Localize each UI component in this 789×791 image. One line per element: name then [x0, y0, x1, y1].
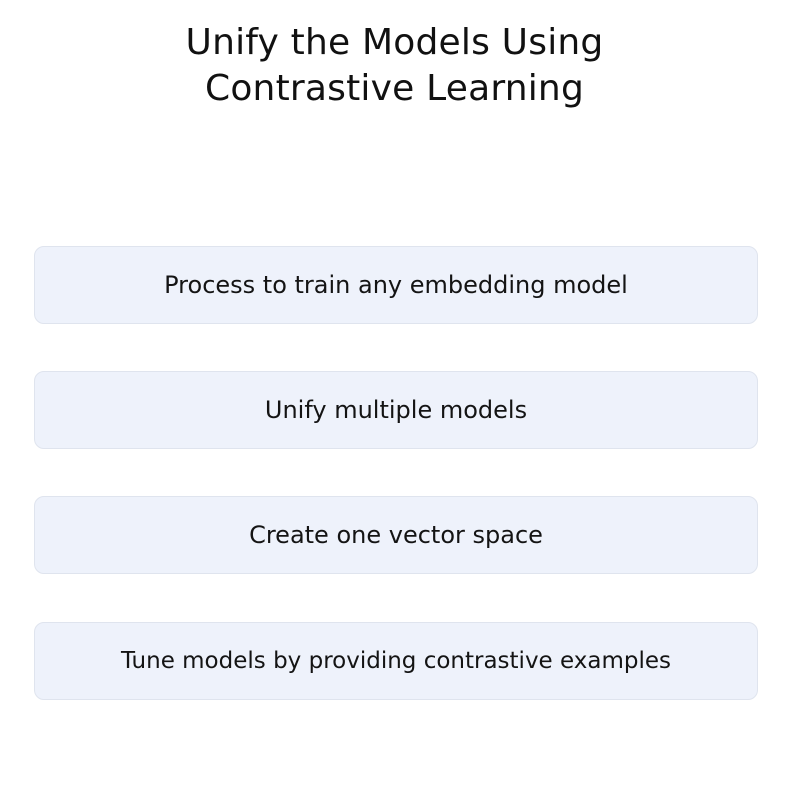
item-card-tune-models[interactable]: Tune models by providing contrastive exa…: [34, 622, 758, 700]
item-card-label: Unify multiple models: [264, 396, 528, 424]
page-title: Unify the Models Using Contrastive Learn…: [0, 20, 789, 112]
item-card-label: Process to train any embedding model: [164, 271, 628, 299]
item-card-unify-models[interactable]: Unify multiple models: [34, 371, 758, 449]
item-card-vector-space[interactable]: Create one vector space: [34, 496, 758, 574]
title-line-2: Contrastive Learning: [204, 68, 584, 109]
item-card-label: Tune models by providing contrastive exa…: [120, 648, 671, 674]
title-line-1: Unify the Models Using: [185, 22, 604, 63]
item-card-label: Create one vector space: [249, 521, 543, 549]
item-card-train-embedding[interactable]: Process to train any embedding model: [34, 246, 758, 324]
